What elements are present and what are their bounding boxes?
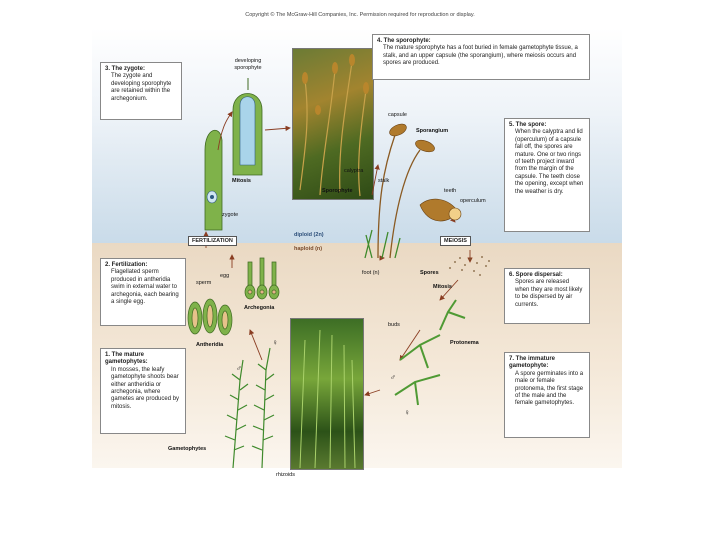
- label-diploid: diploid (2n): [294, 232, 324, 239]
- label-buds: buds: [388, 322, 400, 329]
- label-haploid: haploid (n): [294, 246, 322, 253]
- label-male-symbol-1: ♂: [236, 366, 242, 373]
- antheridia-illustration: [188, 299, 232, 335]
- label-calyptra: calyptra: [344, 168, 363, 175]
- label-spores: Spores: [420, 270, 439, 277]
- step-6-title: 6. Spore dispersal:: [509, 272, 585, 279]
- label-archegonia: Archegonia: [244, 305, 274, 312]
- step-6-dispersal-box: 6. Spore dispersal: Spores are released …: [504, 268, 590, 324]
- capsule-illustrations: [388, 122, 461, 221]
- label-gametophytes: Gametophytes: [168, 446, 206, 453]
- label-female-symbol-2: ♀: [404, 410, 410, 417]
- label-sporangium: Sporangium: [416, 128, 448, 135]
- meiosis-tag: MEIOSIS: [440, 236, 471, 246]
- step-7-title: 7. The immature gametophyte:: [509, 356, 585, 371]
- leafy-gametophyte-illustration: [225, 348, 274, 468]
- label-protonema: Protonema: [450, 340, 479, 347]
- label-sperm: sperm: [196, 280, 211, 287]
- label-egg: egg: [220, 273, 229, 280]
- label-developing-sporophyte: developing sporophyte: [226, 58, 270, 71]
- fertilization-tag: FERTILIZATION: [188, 236, 237, 246]
- step-4-body: The mature sporophyte has a foot buried …: [383, 45, 585, 67]
- step-3-zygote-box: 3. The zygote: The zygote and developing…: [100, 62, 182, 120]
- developing-sporophyte-illustration: [233, 78, 262, 175]
- step-4-sporophyte-box: 4. The sporophyte: The mature sporophyte…: [372, 34, 590, 80]
- archegonium-zygote-illustration: [205, 130, 222, 230]
- photo-sporophyte-capsules: [302, 54, 369, 115]
- photo-gametophyte-shoots: [300, 330, 355, 468]
- label-male-symbol-2: ♂: [390, 375, 396, 382]
- label-stalk: stalk: [378, 178, 389, 185]
- step-5-body: When the calyptra and lid (operculum) of…: [515, 129, 585, 196]
- mature-sporophyte-illustration: [365, 135, 420, 258]
- step-3-title: 3. The zygote:: [105, 66, 177, 73]
- step-5-title: 5. The spore:: [509, 122, 585, 129]
- step-1-body: In mosses, the leafy gametophyte shoots …: [111, 367, 181, 411]
- photo-sporophyte-stalks: [300, 62, 366, 196]
- label-sporophyte: Sporophyte: [322, 188, 353, 195]
- step-1-mature-box: 1. The mature gametophytes: In mosses, t…: [100, 348, 186, 434]
- label-mitosis-1: Mitosis: [232, 178, 251, 185]
- step-4-title: 4. The sporophyte:: [377, 38, 585, 45]
- step-5-spore-box: 5. The spore: When the calyptra and lid …: [504, 118, 590, 232]
- step-1-title: 1. The mature gametophytes:: [105, 352, 181, 367]
- step-6-body: Spores are released when they are most l…: [515, 279, 585, 309]
- step-7-body: A spore germinates into a male or female…: [515, 371, 585, 408]
- label-capsule: capsule: [388, 112, 407, 119]
- step-3-body: The zygote and developing sporophyte are…: [111, 73, 177, 103]
- label-female-symbol-1: ♀: [272, 340, 278, 347]
- step-7-immature-box: 7. The immature gametophyte: A spore ger…: [504, 352, 590, 438]
- step-2-fertilization-box: 2. Fertilization: Flagellated sperm prod…: [100, 258, 186, 326]
- label-mitosis-2: Mitosis: [433, 284, 452, 291]
- archegonia-illustration: [245, 258, 279, 299]
- label-antheridia: Antheridia: [196, 342, 223, 349]
- label-foot: foot (n): [362, 270, 379, 277]
- label-zygote: zygote: [222, 212, 238, 219]
- step-2-body: Flagellated sperm produced in antheridia…: [111, 269, 181, 306]
- spore-dots: [449, 256, 490, 276]
- step-2-title: 2. Fertilization:: [105, 262, 181, 269]
- label-rhizoids: rhizoids: [276, 472, 295, 479]
- label-teeth: teeth: [444, 188, 456, 195]
- label-operculum: operculum: [460, 198, 486, 205]
